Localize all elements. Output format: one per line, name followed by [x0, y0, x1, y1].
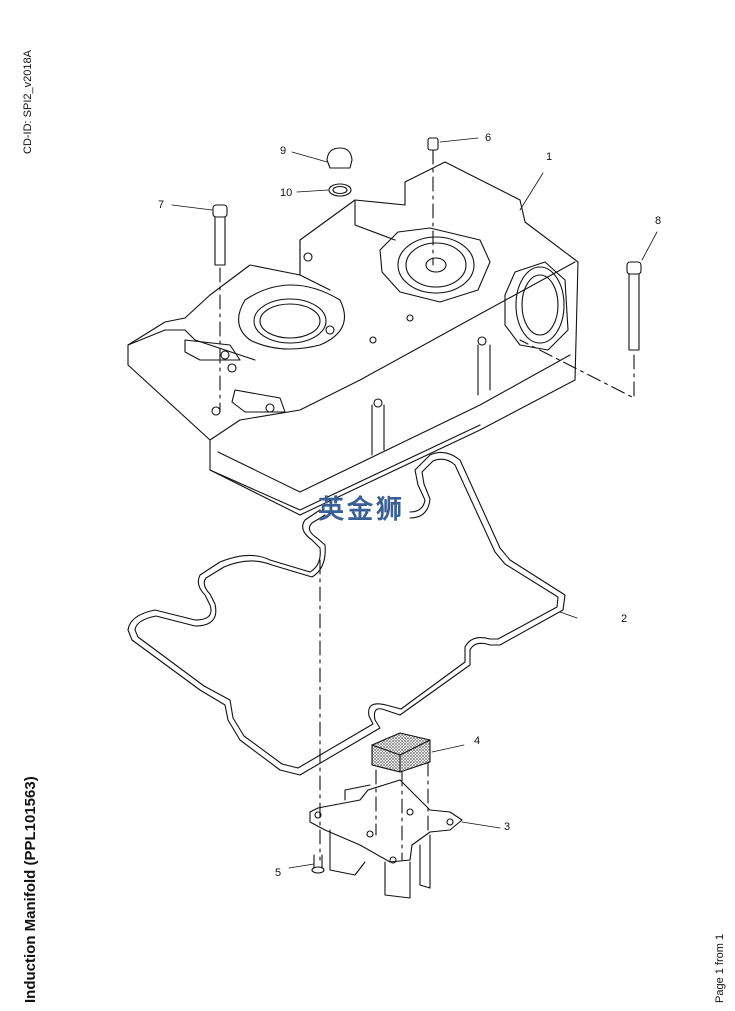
callout-8: 8 [655, 215, 661, 227]
plug [427, 137, 439, 151]
callout-10: 10 [280, 187, 292, 199]
bracket-plate [309, 779, 463, 899]
manifold-housing [127, 161, 579, 516]
gasket [127, 451, 566, 776]
callout-1: 1 [546, 151, 552, 163]
screw [311, 854, 325, 874]
cap-nut [326, 147, 353, 169]
bolt-8 [626, 261, 642, 351]
callout-6: 6 [485, 132, 491, 144]
watermark-logo: 英金狮 [318, 495, 406, 525]
callout-2: 2 [621, 613, 627, 625]
washer [328, 183, 352, 197]
callout-3: 3 [504, 821, 510, 833]
leader-lines [171, 137, 658, 869]
callout-9: 9 [280, 145, 286, 157]
callout-5: 5 [275, 867, 281, 879]
filter-element [371, 732, 431, 773]
bolt-7 [212, 204, 228, 266]
callout-7: 7 [158, 199, 164, 211]
callout-4: 4 [474, 735, 480, 747]
assembly-lines [219, 149, 635, 861]
